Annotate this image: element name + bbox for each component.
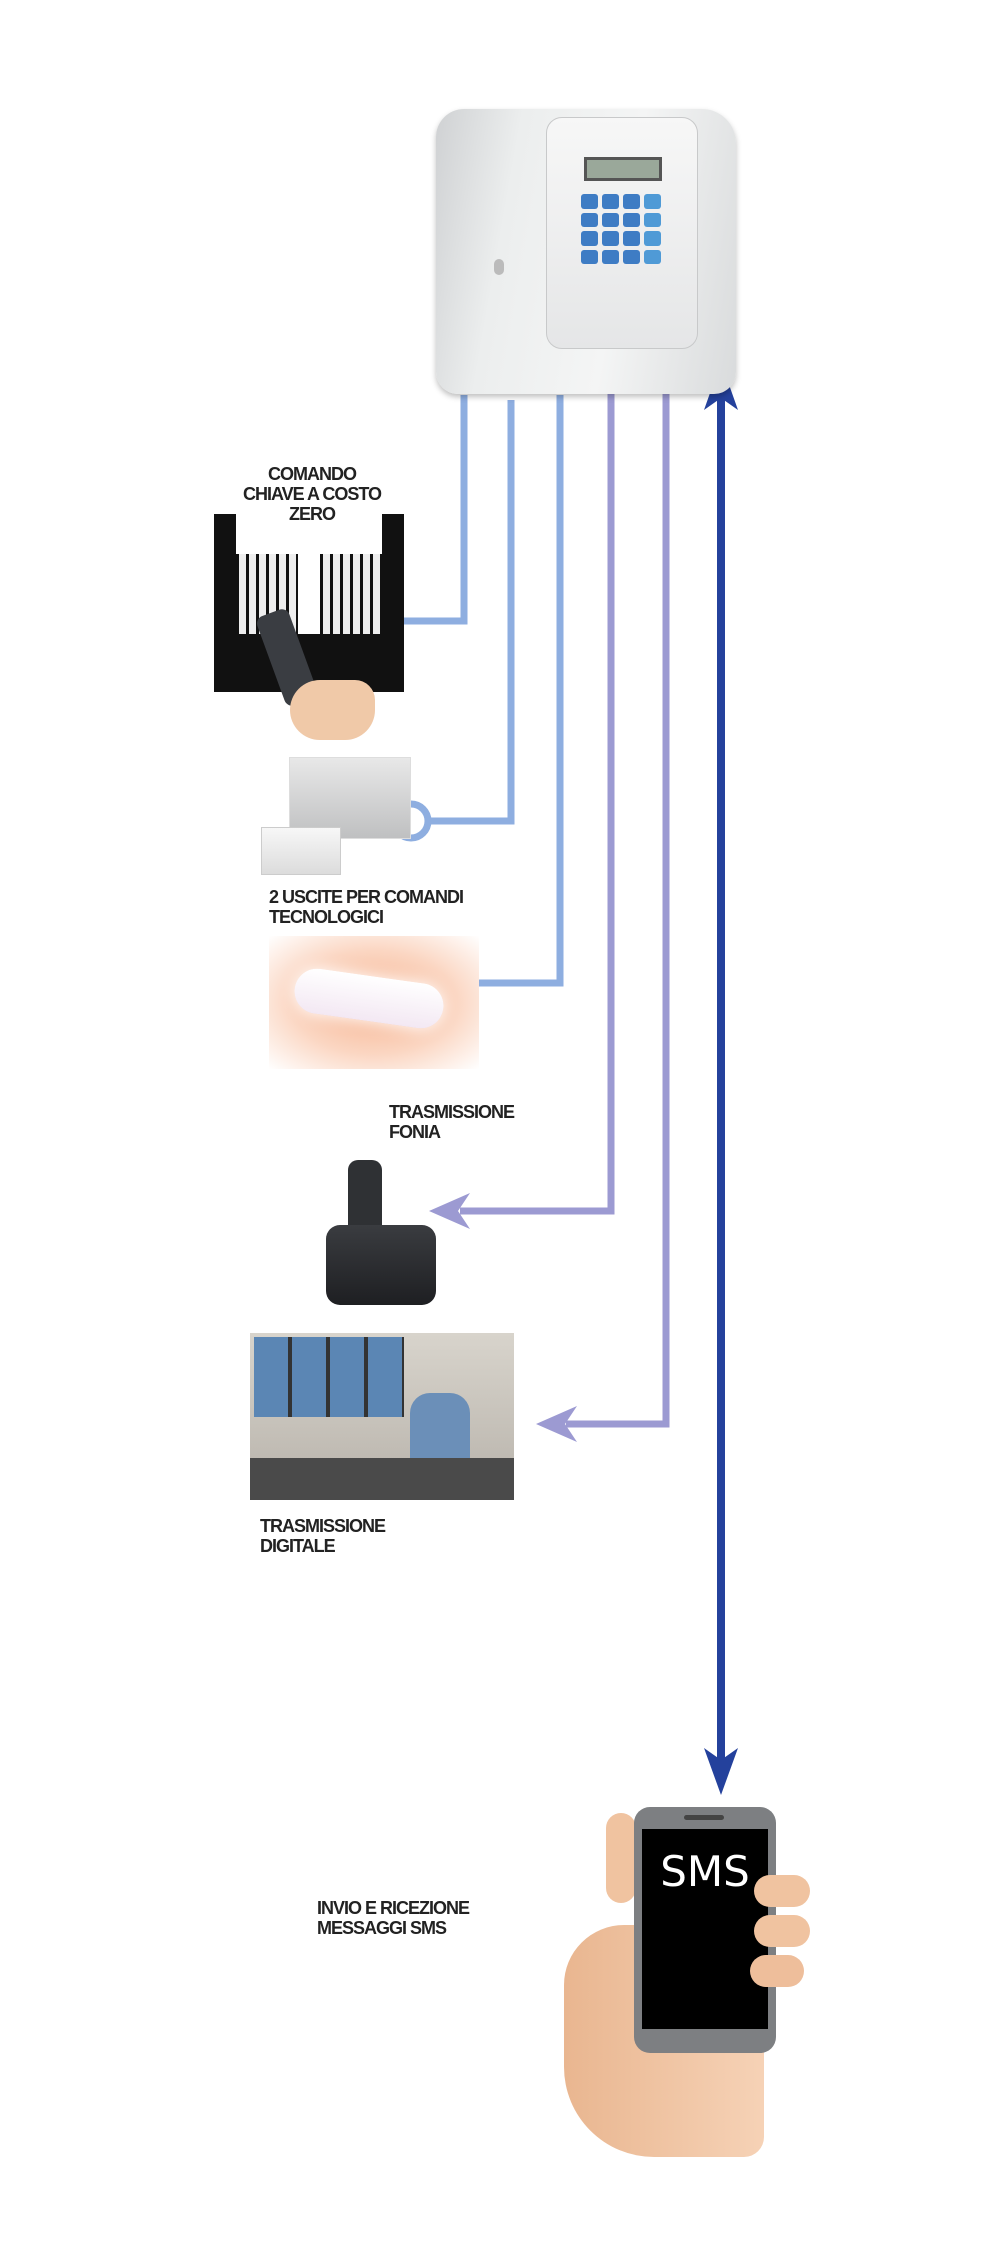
digital-arrow-head	[536, 1406, 577, 1442]
label-line: TRASMISSIONE	[389, 1102, 515, 1122]
label-line: MESSAGGI SMS	[317, 1918, 447, 1938]
label-line: CHIAVE A COSTO	[242, 484, 382, 504]
alarm-control-unit	[436, 89, 736, 399]
sms-label: INVIO E RICEZIONE MESSAGGI SMS	[317, 1898, 470, 1938]
keypad-connection-line	[428, 400, 515, 825]
light-bulb-illustration	[269, 936, 479, 1069]
gate-command-label: COMANDO CHIAVE A COSTO ZERO	[222, 464, 402, 524]
digital-transmission-line	[566, 370, 670, 1428]
bulb-connection-line	[475, 395, 564, 987]
cordless-phone-illustration	[326, 1160, 436, 1305]
hand-with-remote-phone	[254, 607, 380, 745]
gate-connection-line	[382, 395, 468, 625]
voice-arrow-head	[429, 1193, 470, 1229]
digital-transmission-label: TRASMISSIONE DIGITALE	[260, 1516, 386, 1556]
output-module-illustration	[261, 757, 421, 875]
label-line: INVIO E RICEZIONE	[317, 1898, 470, 1918]
outputs-label: 2 USCITE PER COMANDI TECNOLOGICI	[269, 887, 464, 927]
label-line: DIGITALE	[260, 1536, 336, 1556]
hand-holding-smartphone: SMS	[554, 1805, 814, 2157]
voice-transmission-line	[460, 385, 615, 1215]
label-line: TRASMISSIONE	[260, 1516, 386, 1536]
control-room-illustration	[250, 1333, 514, 1500]
label-line: TECNOLOGICI	[269, 907, 384, 927]
label-line: COMANDO	[268, 464, 357, 484]
label-line: ZERO	[288, 504, 336, 524]
smartphone: SMS	[634, 1807, 776, 2053]
lcd-display	[584, 157, 662, 181]
label-line: 2 USCITE PER COMANDI	[269, 887, 464, 907]
keypad	[581, 194, 661, 264]
phone-screen: SMS	[642, 1829, 768, 2029]
sms-arrow-head-down	[704, 1748, 738, 1795]
voice-transmission-label: TRASMISSIONE FONIA	[389, 1102, 515, 1142]
label-line: FONIA	[389, 1122, 441, 1142]
phone-screen-text: SMS	[660, 1847, 750, 1896]
